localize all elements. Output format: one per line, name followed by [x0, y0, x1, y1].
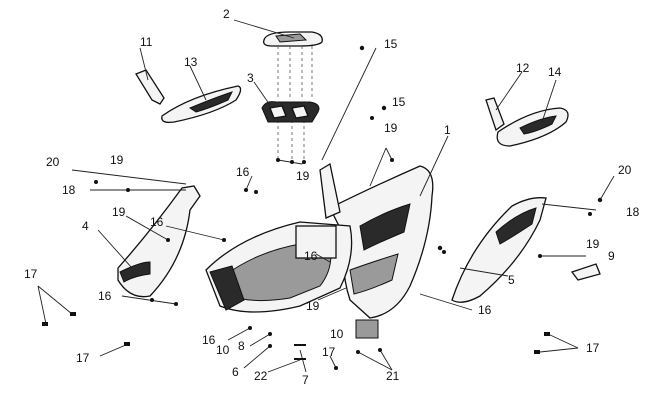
callout-17-bottom-left: 17: [76, 351, 90, 365]
callout-22: 22: [254, 369, 268, 383]
callout-21: 21: [386, 369, 400, 383]
callout-19-topleft: 19: [110, 153, 124, 167]
part-9-pad: [570, 263, 601, 281]
callout-9: 9: [608, 249, 615, 263]
callout-19-left: 19: [112, 205, 126, 219]
callout-17-bottom-mid: 17: [322, 345, 336, 359]
callout-19-center: 19: [296, 169, 310, 183]
callout-20-right: 20: [618, 163, 632, 177]
callout-3: 3: [247, 71, 254, 85]
part-1-front-body: [319, 162, 434, 319]
callout-15-mid: 15: [392, 95, 406, 109]
part-11-left-trim: [135, 69, 165, 105]
part-4-left-side-cover: [117, 185, 201, 298]
callout-18-left: 18: [62, 183, 76, 197]
callout-6: 6: [232, 365, 239, 379]
callout-19-lower: 19: [306, 299, 320, 313]
callout-17-right: 17: [586, 341, 600, 355]
part-13-left-panel: [161, 85, 242, 124]
callout-16-f: 16: [202, 333, 216, 347]
part-12-right-trim: [485, 97, 505, 132]
callout-7: 7: [302, 373, 309, 387]
part-2-top-cover: [263, 31, 323, 162]
callout-16-b: 16: [150, 215, 164, 229]
part-14-right-panel: [496, 107, 569, 147]
callout-8: 8: [238, 339, 245, 353]
callout-2: 2: [223, 7, 230, 21]
callout-19-upper: 19: [384, 121, 398, 135]
storage-tray: [205, 221, 379, 339]
callout-12: 12: [516, 61, 530, 75]
callout-18-right: 18: [626, 205, 640, 219]
callout-17-left: 17: [24, 267, 38, 281]
callout-19-right: 19: [586, 237, 600, 251]
callout-labels: 1 2 3 4 5 6 7 8 9 10 10 11 12 13 14 15 1…: [24, 7, 640, 387]
callout-11: 11: [140, 35, 153, 49]
callout-16-c: 16: [304, 249, 318, 263]
callout-16-d: 16: [98, 289, 112, 303]
callout-1: 1: [444, 123, 451, 137]
callout-10-left: 10: [216, 343, 230, 357]
callout-10-right: 10: [330, 327, 344, 341]
part-3-bracket: [261, 101, 320, 123]
callout-20-left: 20: [46, 155, 60, 169]
callout-14: 14: [548, 65, 562, 79]
leader-lines: [37, 19, 615, 373]
part-5-right-side-cover: [451, 197, 547, 303]
callout-16-e: 16: [478, 303, 492, 317]
fasteners: [42, 45, 603, 370]
callout-5: 5: [508, 273, 515, 287]
callout-4: 4: [82, 219, 89, 233]
callout-15-top: 15: [384, 37, 398, 51]
callout-13: 13: [184, 55, 198, 69]
callout-16-a: 16: [236, 165, 250, 179]
